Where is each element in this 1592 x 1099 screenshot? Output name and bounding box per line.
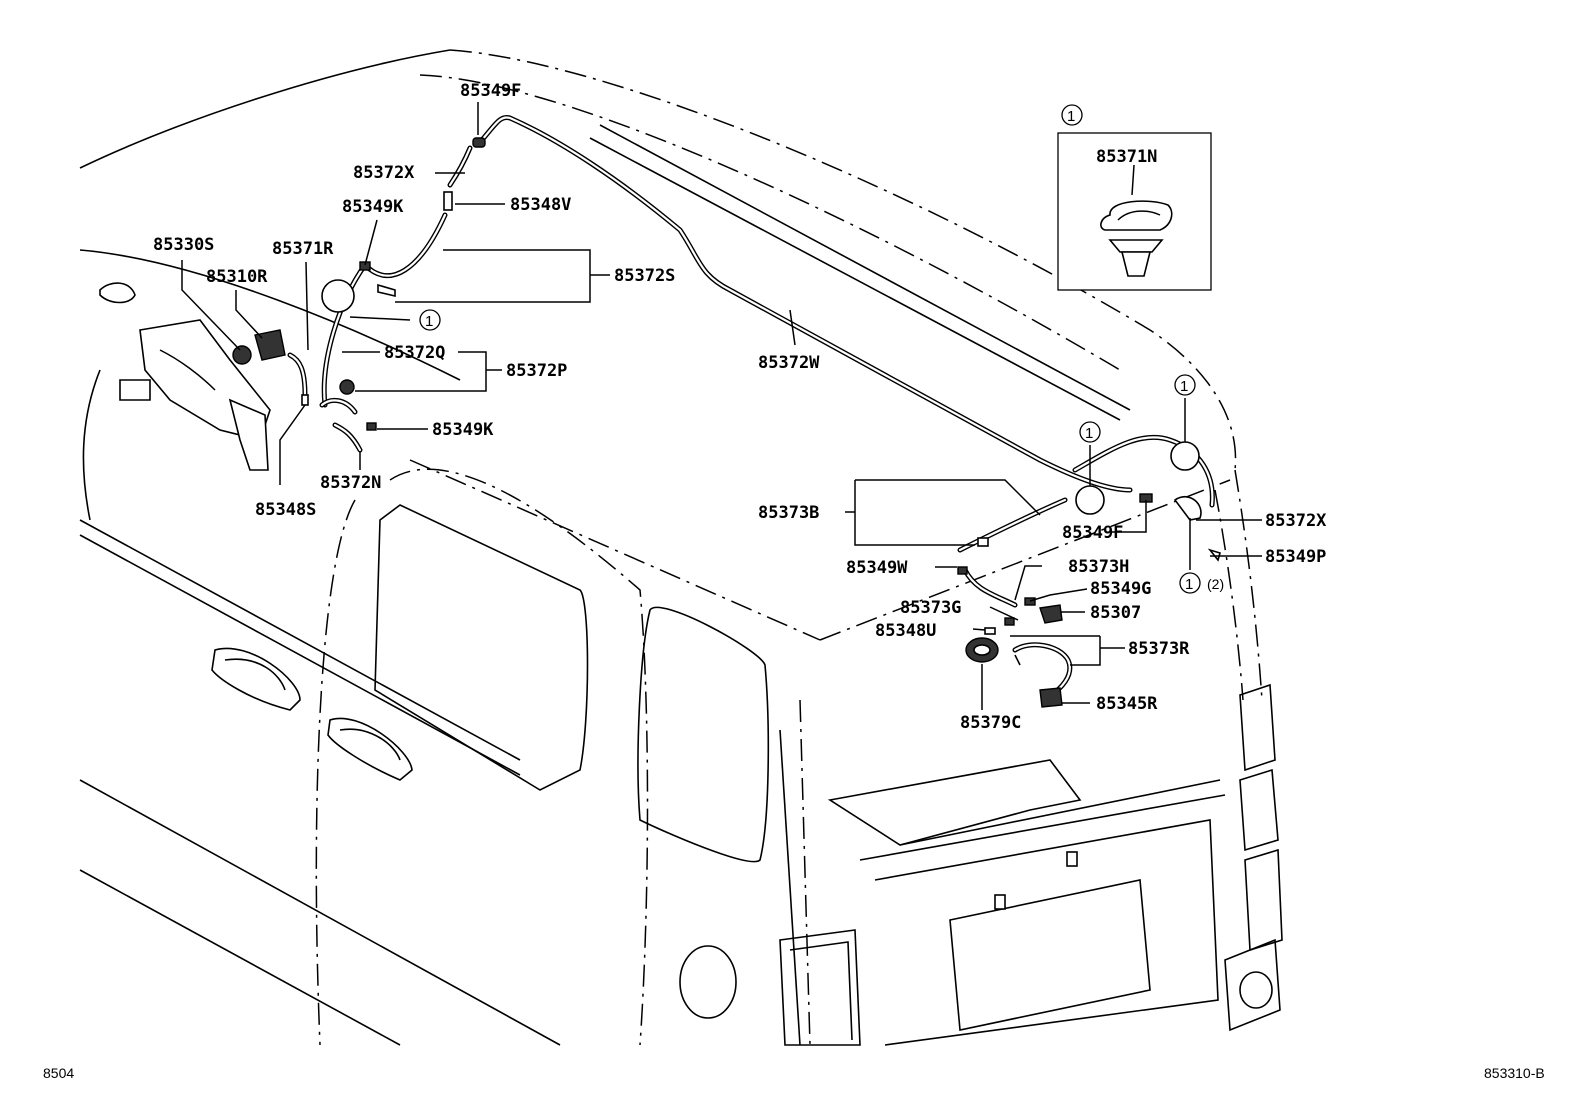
label-85373h: 85373H [1068, 557, 1129, 577]
detail-inset [1057, 132, 1212, 291]
label-85379c: 85379C [960, 713, 1021, 733]
washer-hoses [287, 114, 1215, 698]
bracket-85307 [1039, 604, 1063, 624]
part-labels: 85349F 85372X 85348V 85349K 85330S 85371… [153, 81, 1327, 733]
nozzle-85345r [1039, 687, 1063, 708]
joint-85349f-top [472, 137, 486, 148]
label-85372w: 85372W [758, 353, 820, 373]
ref-marker-inset: 1 [1061, 104, 1083, 126]
small-parts [301, 137, 1221, 708]
label-85345r: 85345R [1096, 694, 1158, 714]
leader-lines [181, 102, 1262, 710]
svg-text:1: 1 [1185, 576, 1193, 593]
label-85349f-right: 85349F [1062, 523, 1123, 543]
figure-code: 853310-B [1484, 1065, 1545, 1081]
clamp-ring [321, 279, 355, 313]
label-85371n: 85371N [1096, 147, 1157, 167]
ref-marker-bottom: 1 [1179, 572, 1201, 594]
door-handle [327, 717, 413, 781]
ref-note: (2) [1207, 576, 1224, 592]
label-85349g: 85349G [1090, 579, 1151, 599]
label-85371r: 85371R [272, 239, 334, 259]
door-handle [211, 647, 301, 711]
label-85310r: 85310R [206, 267, 268, 287]
ref-marker-roof-mid: 1 [1079, 421, 1101, 443]
label-85349k-top: 85349K [342, 197, 404, 217]
ref-marker-left: 1 [419, 309, 441, 331]
page-number: 8504 [43, 1065, 74, 1081]
label-85348u: 85348U [875, 621, 936, 641]
label-85372x-right: 85372X [1265, 511, 1327, 531]
label-85349w: 85349W [846, 558, 908, 578]
label-85307: 85307 [1090, 603, 1141, 623]
label-85373b: 85373B [758, 503, 819, 523]
label-85348v: 85348V [510, 195, 571, 215]
label-85372q: 85372Q [384, 343, 445, 363]
label-85373r: 85373R [1128, 639, 1190, 659]
label-85373g: 85373G [900, 598, 961, 618]
fuel-lid [679, 945, 737, 1019]
label-85348s: 85348S [255, 500, 316, 520]
washer-tank-assembly [99, 282, 286, 471]
ref-marker-roof-right: 1 [1174, 374, 1196, 396]
grommet-85372p [339, 379, 355, 395]
svg-text:1: 1 [1180, 378, 1188, 395]
vehicle-body [79, 49, 1283, 1046]
svg-text:1: 1 [1067, 108, 1075, 125]
label-85372p: 85372P [506, 361, 567, 381]
label-85349p: 85349P [1265, 547, 1326, 567]
svg-text:1: 1 [425, 313, 433, 330]
label-85330s: 85330S [153, 235, 214, 255]
check-valve-85348v [443, 191, 453, 211]
label-85349k-bottom: 85349K [432, 420, 494, 440]
label-85349f-top: 85349F [460, 81, 521, 101]
label-85372x-top: 85372X [353, 163, 415, 183]
svg-text:1: 1 [1085, 425, 1093, 442]
label-85372n: 85372N [320, 473, 381, 493]
label-85372s: 85372S [614, 266, 675, 286]
grommet-85330s [232, 345, 252, 365]
reference-markers: 1 1 1 1 1 (2) [419, 104, 1224, 594]
